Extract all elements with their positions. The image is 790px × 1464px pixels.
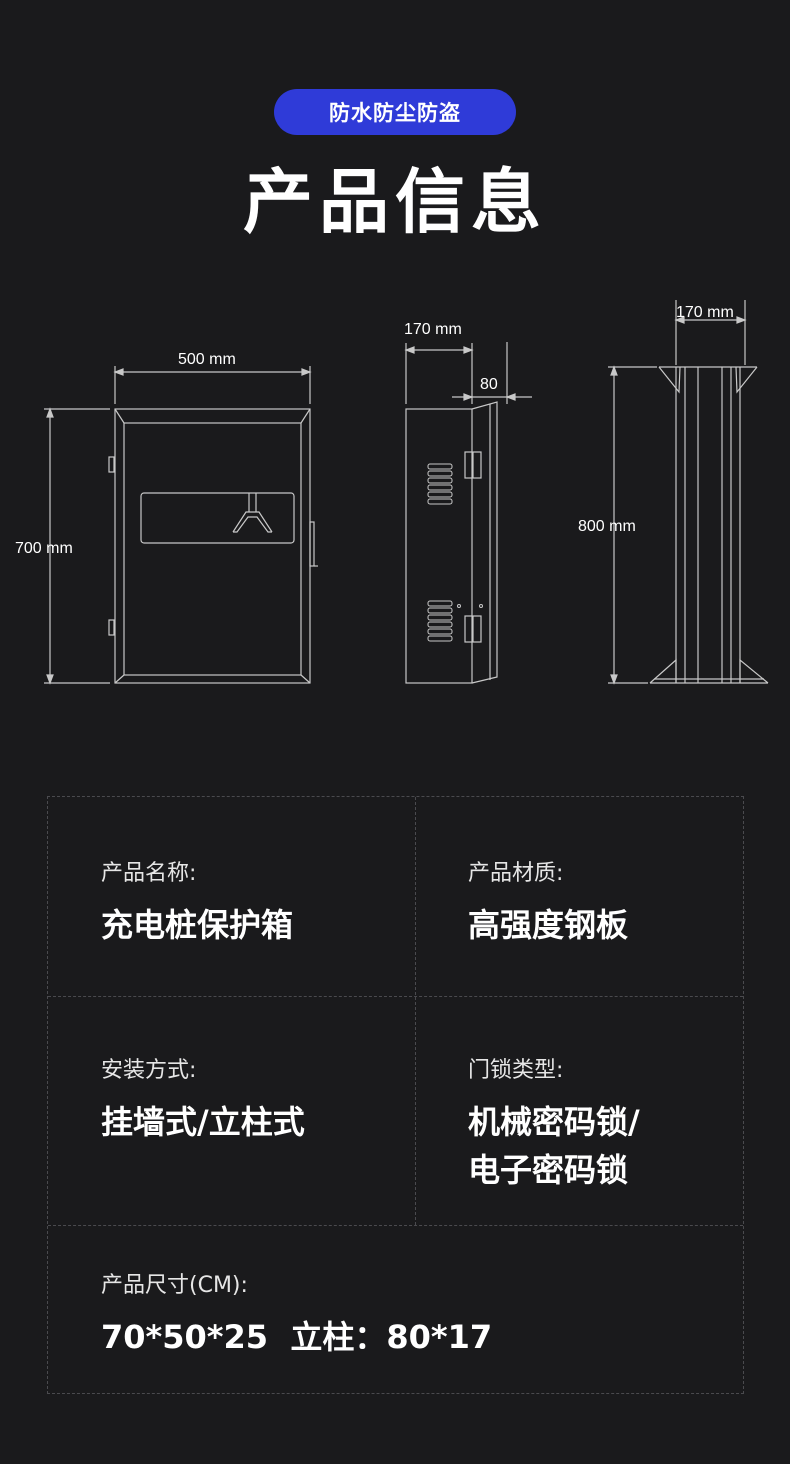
front-height-label: 700 mm (15, 540, 73, 557)
info-cell-material: 产品材质: 高强度钢板 (468, 859, 628, 949)
pillar-width-label: 170 mm (676, 304, 734, 321)
info-cell-size: 产品尺寸(CM): 70*50*25 立柱：80*17 (101, 1271, 492, 1361)
install-label: 安装方式: (101, 1058, 197, 1083)
pillar-drawing (608, 300, 769, 685)
product-info-table: 产品名称: 充电桩保护箱 产品材质: 高强度钢板 安装方式: 挂墙式/立柱式 门… (47, 796, 744, 1394)
lock-type-line2: 电子密码锁 (468, 1151, 629, 1189)
front-width-label: 500 mm (178, 351, 236, 368)
install-value: 挂墙式/立柱式 (101, 1103, 305, 1141)
info-cell-name: 产品名称: 充电桩保护箱 (101, 859, 293, 949)
pillar-height-label: 800 mm (578, 518, 636, 535)
technical-drawings: 500 mm 700 mm 170 mm 80 170 mm 800 mm (15, 300, 769, 685)
feature-badge: 防水防尘防盗 (274, 89, 516, 135)
side-view-drawing (404, 342, 532, 684)
info-cell-lock: 门锁类型: 机械密码锁/ 电子密码锁 (468, 1056, 640, 1194)
divider (415, 797, 416, 1225)
front-view-drawing (44, 366, 318, 685)
product-name-value: 充电桩保护箱 (101, 906, 294, 944)
lock-type-label: 门锁类型: (468, 1058, 564, 1083)
lock-type-value: 机械密码锁/ 电子密码锁 (468, 1098, 640, 1194)
divider (48, 996, 743, 997)
info-cell-install: 安装方式: 挂墙式/立柱式 (101, 1056, 305, 1146)
material-label: 产品材质: (468, 861, 564, 886)
side-offset-label: 80 (480, 376, 498, 393)
side-depth-label: 170 mm (404, 321, 462, 338)
material-value: 高强度钢板 (468, 906, 629, 944)
size-label: 产品尺寸(CM): (101, 1273, 248, 1298)
product-name-label: 产品名称: (101, 861, 197, 886)
size-value: 70*50*25 立柱：80*17 (101, 1318, 493, 1356)
divider (48, 1225, 743, 1226)
lock-type-line1: 机械密码锁/ (468, 1103, 640, 1141)
page-title: 产品信息 (243, 161, 547, 243)
